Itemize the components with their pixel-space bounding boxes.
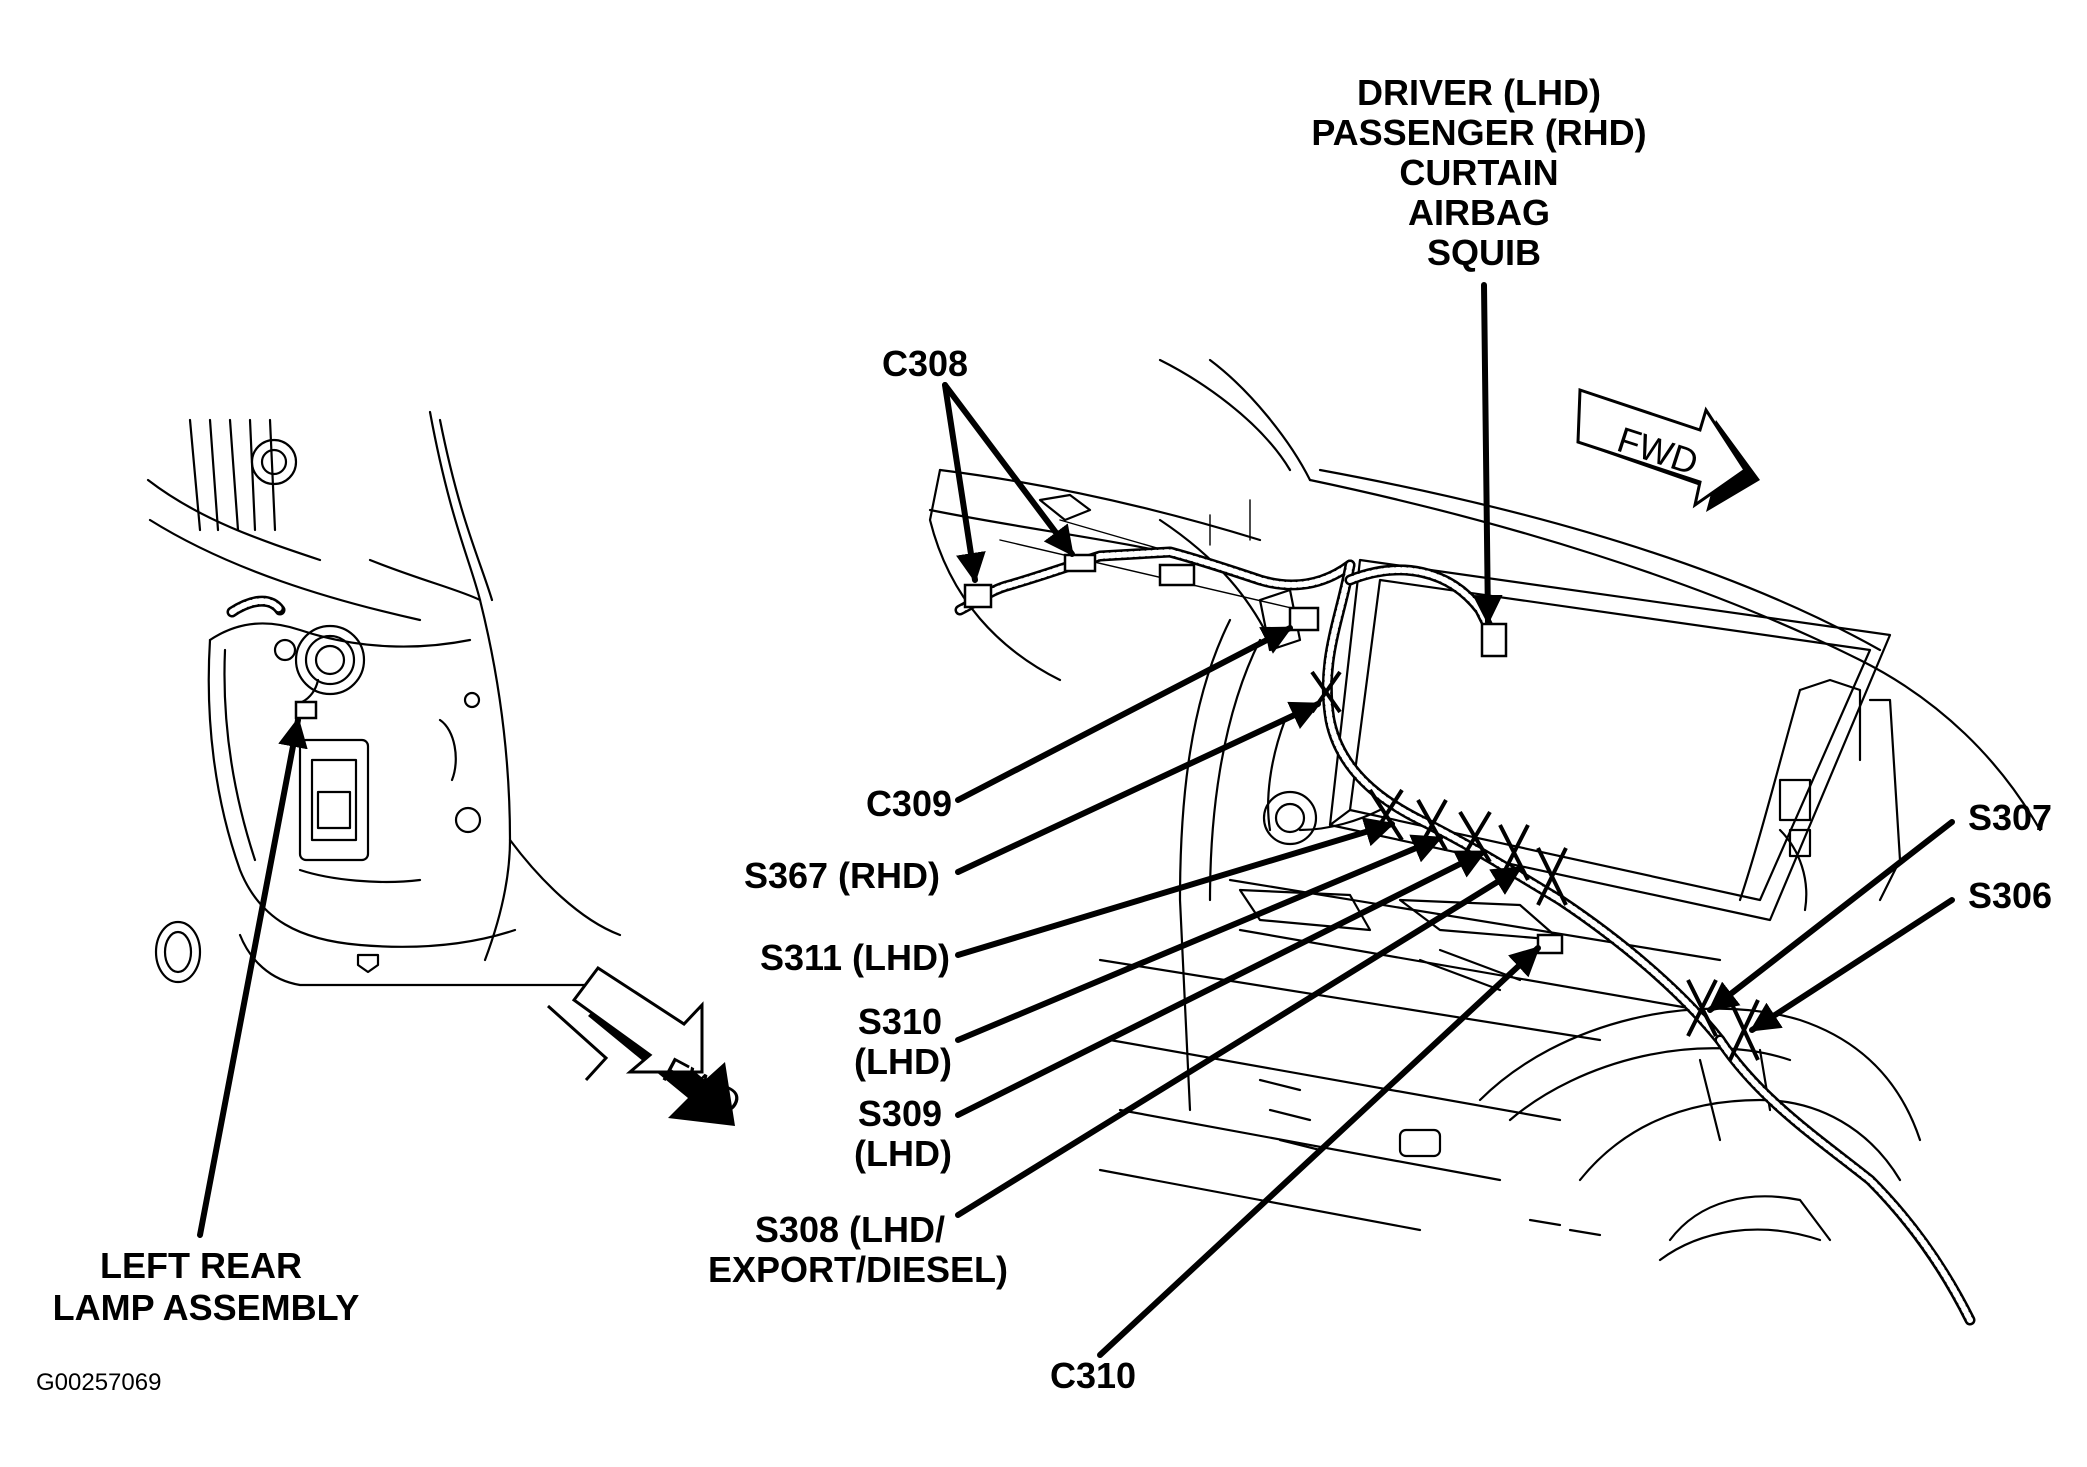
s308-label: S308 (LHD/ EXPORT/DIESEL) xyxy=(708,1209,1008,1290)
c310-label: C310 xyxy=(1050,1355,1136,1396)
left-rear-lamp-line-1: LEFT REAR xyxy=(100,1245,302,1286)
fwd-arrow-left: FWD xyxy=(546,965,748,1126)
splice-marks xyxy=(1310,670,1760,1061)
s309-line-1: S309 xyxy=(858,1093,942,1134)
s310-line-2: (LHD) xyxy=(854,1041,952,1082)
left-rear-lamp-line-2: LAMP ASSEMBLY xyxy=(53,1287,360,1328)
leader-lines xyxy=(942,282,1955,1358)
c308-label: C308 xyxy=(882,343,968,384)
s309-label: S309 (LHD) xyxy=(854,1093,952,1174)
s308-line-1: S308 (LHD/ xyxy=(755,1209,945,1250)
c309-label: C309 xyxy=(866,783,952,824)
s306-label: S306 xyxy=(1968,875,2052,916)
left-quarter-panel-drawing xyxy=(146,410,622,987)
s310-label: S310 (LHD) xyxy=(854,1001,952,1082)
s310-line-1: S310 xyxy=(858,1001,942,1042)
fwd-arrow-right: FWD xyxy=(1576,387,1760,512)
squib-line-2: PASSENGER (RHD) xyxy=(1311,112,1646,153)
squib-line-5: SQUIB xyxy=(1427,232,1541,273)
s307-label: S307 xyxy=(1968,797,2052,838)
s367-label: S367 (RHD) xyxy=(744,855,940,896)
s308-line-2: EXPORT/DIESEL) xyxy=(708,1249,1008,1290)
wiring-harness xyxy=(954,546,1976,1326)
figure-id: G00257069 xyxy=(36,1369,161,1396)
s311-label: S311 (LHD) xyxy=(760,937,950,978)
squib-line-3: CURTAIN xyxy=(1399,152,1558,193)
curtain-airbag-squib-label: DRIVER (LHD) PASSENGER (RHD) CURTAIN AIR… xyxy=(1311,72,1656,273)
s309-line-2: (LHD) xyxy=(854,1133,952,1174)
left-rear-lamp-assembly-label: LEFT REAR LAMP ASSEMBLY xyxy=(53,1245,360,1328)
lamp-leader-line xyxy=(197,717,308,1238)
squib-line-4: AIRBAG xyxy=(1408,192,1550,233)
squib-line-1: DRIVER (LHD) xyxy=(1357,72,1601,113)
